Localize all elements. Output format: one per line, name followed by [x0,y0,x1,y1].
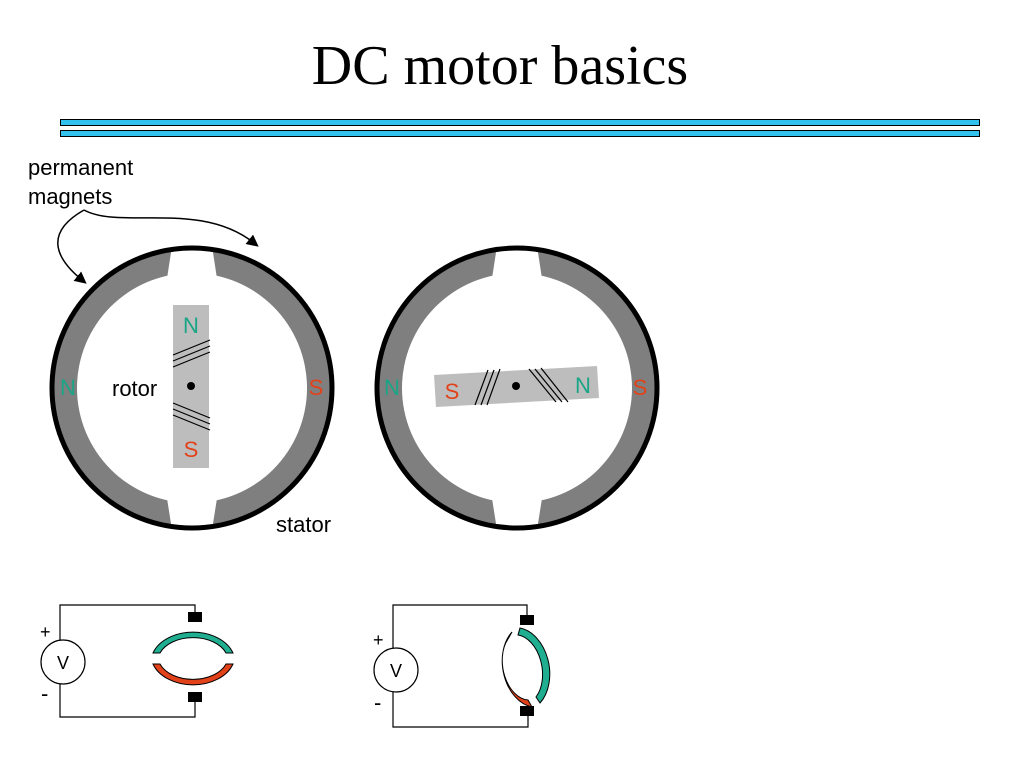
permanent-magnets-label-line1: permanent [28,155,133,180]
wire-top [59,604,196,640]
rotor-winding-left [474,368,501,406]
stator-gap-top [491,248,543,285]
rotor-axle [187,382,195,390]
right-motor: S N N S [374,245,660,531]
arrow-to-left-magnet [57,209,87,284]
rotor-label: rotor [112,376,157,401]
stator-left-pole: N [60,375,76,400]
plus-terminal-label: + [40,622,51,642]
stator-label: stator [276,512,331,537]
stator-ring [49,245,335,531]
commutator-segment-south [501,631,533,708]
stator-gap-bottom [166,492,218,528]
voltage-source-label: V [57,653,69,673]
title-rule-top [60,119,980,126]
wire-bottom [59,684,196,718]
rotor-top-pole: N [183,313,199,338]
permanent-magnets-label-line2: magnets [28,184,112,209]
left-circuit: V + - [40,604,234,718]
commutator-segment-south [152,663,234,686]
arrow-to-right-magnet [83,209,259,247]
rotor-winding-top [172,339,211,368]
stator-left-pole: N [384,375,400,400]
rotor-left-pole: S [445,379,460,404]
wire-bottom [392,692,529,728]
commutator-segment-north [152,631,234,654]
rotor-winding-right [528,367,569,403]
wire-top [392,604,528,648]
brush-top [188,612,202,622]
stator-ring [374,245,660,531]
plus-terminal-label: + [373,630,384,650]
rotor-axle [512,382,520,390]
brush-top [520,615,534,625]
rotor-winding-bottom [172,402,211,431]
voltage-source [40,639,86,685]
stator-right-pole: S [633,375,648,400]
brush-bottom [520,706,534,716]
stator-gap-top [166,248,218,285]
slide-title: DC motor basics [311,35,689,97]
voltage-source [373,647,419,693]
rotor-bottom-pole: S [184,437,199,462]
minus-terminal-label: - [41,681,48,706]
right-circuit: V + - [373,604,551,728]
voltage-source-label: V [390,661,402,681]
stator-right-pole: S [309,375,324,400]
minus-terminal-label: - [374,690,381,715]
stator-gap-bottom [491,492,543,528]
brush-bottom [188,692,202,702]
title-rule-bottom [60,130,980,137]
rotor-right-pole: N [575,373,591,398]
left-motor: N S N S rotor [49,245,335,531]
commutator-segment-north [517,627,551,704]
